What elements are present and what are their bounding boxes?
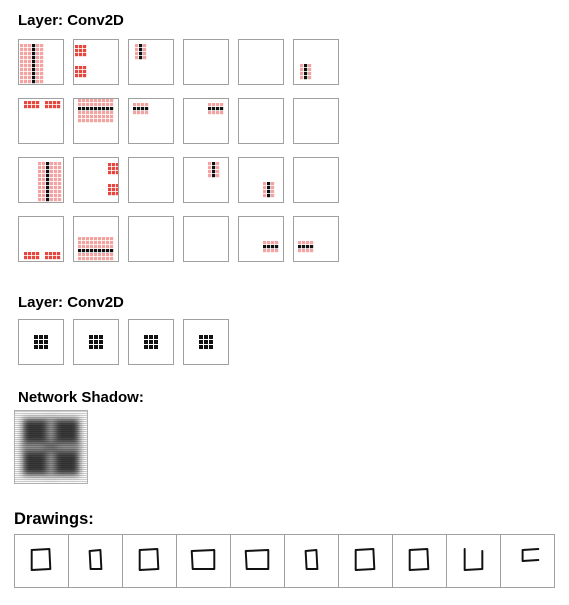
- filter-cell-r0c0: [18, 39, 64, 85]
- filter-cell-r2c4: [238, 157, 284, 203]
- filter-image: [75, 45, 87, 78]
- filter-image: [108, 163, 118, 196]
- filter-cell-r1c0: [18, 98, 64, 144]
- filter-cell-k1: [73, 319, 119, 365]
- filter-cell-r1c4: [238, 98, 284, 144]
- filter-image: [294, 158, 338, 202]
- square-sketch-icon: [354, 548, 376, 571]
- filter-image: [78, 237, 114, 261]
- square-sketch-icon: [138, 548, 160, 571]
- filter-cell-r2c2: [128, 157, 174, 203]
- filter-image: [24, 252, 61, 260]
- filter-cell-r0c3: [183, 39, 229, 85]
- filter-image: [20, 44, 44, 84]
- small-rect-sketch-icon: [304, 549, 319, 570]
- filter-image: [263, 241, 279, 253]
- filter-image: [298, 241, 314, 253]
- filter-image: [184, 40, 228, 84]
- small-rect-sketch-icon: [88, 549, 103, 570]
- filter-image: [208, 162, 220, 178]
- network-shadow-image: [14, 410, 88, 484]
- layer-1-title: Layer: Conv2D: [18, 12, 124, 29]
- filter-cell-r0c2: [128, 39, 174, 85]
- drawing-2[interactable]: [69, 535, 123, 587]
- filter-image: [129, 217, 173, 261]
- filter-cell-k0: [18, 319, 64, 365]
- filter-cell-r3c2: [128, 216, 174, 262]
- filter-cell-k2: [128, 319, 174, 365]
- filter-cell-r3c0: [18, 216, 64, 262]
- drawings-title: Drawings:: [14, 510, 94, 528]
- drawing-10[interactable]: [501, 535, 554, 587]
- filter-cell-r1c2: [128, 98, 174, 144]
- layer-2-title: Layer: Conv2D: [18, 294, 124, 311]
- filter-image: [294, 99, 338, 143]
- filter-cell-r3c5: [293, 216, 339, 262]
- filter-cell-r2c5: [293, 157, 339, 203]
- filter-cell-r3c1: [73, 216, 119, 262]
- filter-cell-r0c1: [73, 39, 119, 85]
- c-shape-sketch-icon: [521, 548, 540, 562]
- network-shadow-graphic: [15, 411, 87, 483]
- drawings-strip: [14, 534, 555, 588]
- filter-cell-r0c4: [238, 39, 284, 85]
- filter-image: [199, 335, 213, 349]
- filter-image: [133, 103, 149, 115]
- filter-image: [300, 64, 312, 80]
- filter-image: [208, 103, 224, 115]
- square-sketch-icon: [30, 548, 52, 571]
- drawing-6[interactable]: [285, 535, 339, 587]
- wide-rect-sketch-icon: [190, 549, 216, 570]
- filter-cell-r1c1: [73, 98, 119, 144]
- drawing-7[interactable]: [339, 535, 393, 587]
- drawing-9[interactable]: [447, 535, 501, 587]
- filter-cell-r2c1: [73, 157, 119, 203]
- filter-image: [239, 40, 283, 84]
- filter-image: [263, 182, 275, 198]
- filter-image: [38, 162, 62, 202]
- filter-image: [135, 44, 147, 60]
- filter-image: [144, 335, 158, 349]
- wide-rect-sketch-icon: [244, 549, 270, 570]
- drawing-1[interactable]: [15, 535, 69, 587]
- filter-cell-r2c0: [18, 157, 64, 203]
- filter-image: [34, 335, 48, 349]
- square-sketch-icon: [408, 548, 430, 571]
- u-shape-sketch-icon: [463, 548, 484, 571]
- filter-cell-r1c5: [293, 98, 339, 144]
- filter-cell-k3: [183, 319, 229, 365]
- filter-image: [78, 99, 114, 123]
- filter-image: [24, 101, 61, 109]
- filter-cell-r1c3: [183, 98, 229, 144]
- network-shadow-title: Network Shadow:: [18, 389, 144, 406]
- filter-image: [89, 335, 103, 349]
- filter-cell-r0c5: [293, 39, 339, 85]
- filter-cell-r3c3: [183, 216, 229, 262]
- filter-image: [129, 158, 173, 202]
- drawing-3[interactable]: [123, 535, 177, 587]
- filter-cell-r2c3: [183, 157, 229, 203]
- filter-image: [184, 217, 228, 261]
- filter-image: [239, 99, 283, 143]
- drawing-4[interactable]: [177, 535, 231, 587]
- drawing-5[interactable]: [231, 535, 285, 587]
- drawing-8[interactable]: [393, 535, 447, 587]
- filter-cell-r3c4: [238, 216, 284, 262]
